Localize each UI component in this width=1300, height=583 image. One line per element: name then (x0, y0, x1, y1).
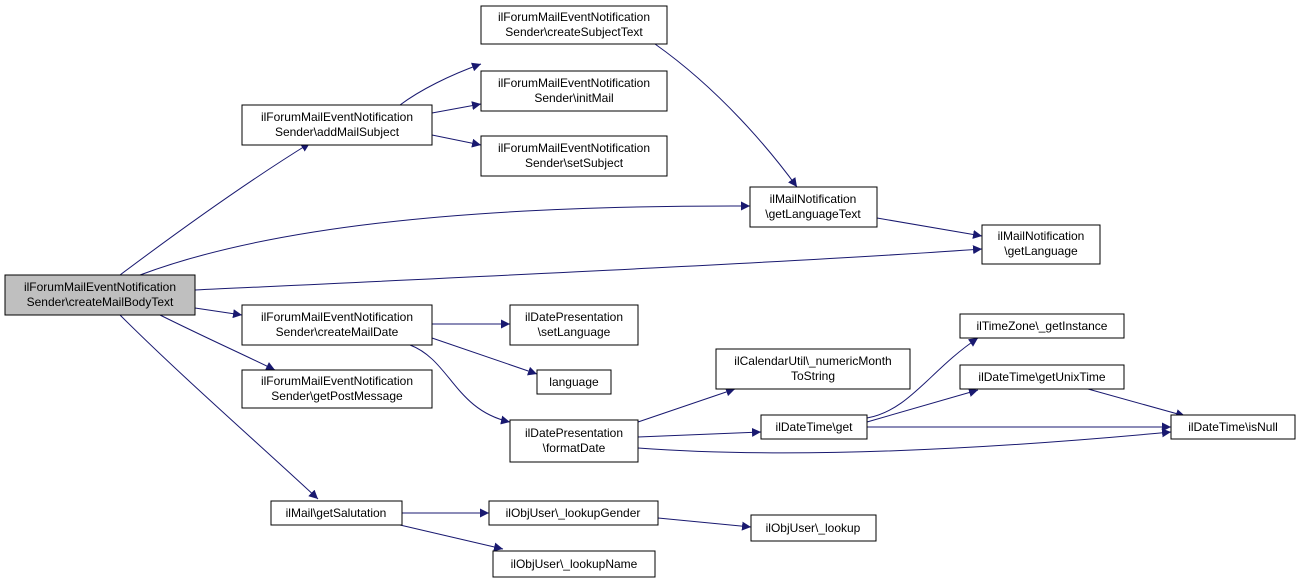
node-getInstance[interactable]: ilTimeZone\_getInstance (959, 313, 1125, 339)
node-label-line1: ilDateTime\get (776, 420, 854, 434)
edge-createSubjectText-getLanguageText (654, 43, 798, 188)
node-label-line2: \getLanguage (1004, 244, 1078, 258)
node-dtGet[interactable]: ilDateTime\get (760, 414, 868, 440)
edge-createMailBodyText-getLanguageText (139, 201, 751, 276)
node-label-line1: ilForumMailEventNotification (24, 280, 176, 294)
node-label-line1: ilTimeZone\_getInstance (977, 319, 1108, 333)
node-label-line1: ilForumMailEventNotification (498, 10, 650, 24)
node-createMailBodyText[interactable]: ilForumMailEventNotification Sender\crea… (4, 274, 196, 316)
node-label-line2: Sender\createSubjectText (505, 25, 643, 39)
node-label-line1: ilDatePresentation (525, 426, 623, 440)
node-isNull[interactable]: ilDateTime\isNull (1170, 414, 1296, 440)
node-initMail[interactable]: ilForumMailEventNotification Sender\init… (480, 70, 668, 112)
edge-addMailSubject-setSubject (431, 134, 482, 148)
node-label-line1: ilCalendarUtil\_numericMonth (734, 354, 891, 368)
node-lookupName[interactable]: ilObjUser\_lookupName (492, 550, 656, 578)
node-label-line1: ilMail\getSalutation (286, 506, 387, 520)
node-label-line2: \setLanguage (538, 325, 611, 339)
node-label-line2: \getLanguageText (765, 207, 861, 221)
edge-lookupGender-lookup (657, 517, 752, 531)
edge-formatDate-numericMonthToString (637, 387, 736, 423)
node-numericMonthToString[interactable]: ilCalendarUtil\_numericMonth ToString (715, 348, 911, 390)
node-label-line1: ilObjUser\_lookupGender (506, 506, 641, 520)
node-label-line1: ilDateTime\isNull (1188, 420, 1278, 434)
node-getLanguage[interactable]: ilMailNotification \getLanguage (981, 224, 1101, 265)
edge-dtGet-getUnixTime (866, 388, 979, 423)
edge-formatDate-dtGet (637, 427, 762, 438)
node-getLanguageText[interactable]: ilMailNotification \getLanguageText (749, 186, 878, 228)
edge-createMailBodyText-getSalutation (119, 314, 319, 500)
node-label-line1: ilObjUser\_lookupName (511, 557, 638, 571)
node-label-line1: ilObjUser\_lookup (766, 521, 861, 535)
node-language[interactable]: language (536, 369, 612, 395)
edges (119, 43, 1186, 552)
node-lookup[interactable]: ilObjUser\_lookup (750, 514, 877, 542)
edge-createMailDate-formatDate (409, 344, 511, 425)
node-label-line1: ilForumMailEventNotification (498, 76, 650, 90)
node-label-line1: ilMailNotification (770, 192, 857, 206)
edge-createMailBodyText-createMailDate (194, 307, 243, 319)
node-label-line2: Sender\addMailSubject (275, 125, 400, 139)
node-label-line2: \formatDate (543, 441, 606, 455)
node-getPostMessage[interactable]: ilForumMailEventNotification Sender\getP… (241, 369, 433, 409)
node-label-line2: Sender\getPostMessage (271, 389, 403, 403)
node-label-line1: ilForumMailEventNotification (498, 141, 650, 155)
node-label-line2: Sender\setSubject (525, 156, 624, 170)
edge-createMailBodyText-getPostMessage (159, 314, 276, 371)
edge-getSalutation-lookupName (399, 524, 504, 552)
edge-addMailSubject-initMail (431, 101, 482, 114)
node-createMailDate[interactable]: ilForumMailEventNotification Sender\crea… (241, 304, 433, 346)
node-label-line2: Sender\createMailDate (276, 325, 399, 339)
node-getSalutation[interactable]: ilMail\getSalutation (270, 500, 403, 526)
node-label-line1: ilMailNotification (998, 229, 1085, 243)
edge-getUnixTime-isNull (1087, 388, 1186, 418)
edge-createMailBodyText-getLanguage (194, 245, 983, 291)
node-label-line1: ilDatePresentation (525, 310, 623, 324)
node-label-line1: ilForumMailEventNotification (261, 110, 413, 124)
node-lookupGender[interactable]: ilObjUser\_lookupGender (488, 500, 659, 526)
node-label-line1: ilDateTime\getUnixTime (978, 370, 1105, 384)
node-setLanguage[interactable]: ilDatePresentation \setLanguage (509, 304, 639, 346)
edge-addMailSubject-createSubjectText (399, 62, 482, 106)
edge-createMailDate-language (431, 337, 538, 376)
node-formatDate[interactable]: ilDatePresentation \formatDate (509, 419, 639, 463)
node-label-line1: ilForumMailEventNotification (261, 310, 413, 324)
node-label-line1: ilForumMailEventNotification (261, 374, 413, 388)
node-addMailSubject[interactable]: ilForumMailEventNotification Sender\addM… (241, 104, 433, 146)
node-label-line2: Sender\initMail (534, 91, 613, 105)
edge-getLanguageText-getLanguage (876, 217, 983, 239)
node-setSubject[interactable]: ilForumMailEventNotification Sender\setS… (480, 135, 668, 177)
node-createSubjectText[interactable]: ilForumMailEventNotification Sender\crea… (480, 5, 668, 45)
node-getUnixTime[interactable]: ilDateTime\getUnixTime (959, 364, 1125, 390)
node-label-line2: ToString (791, 369, 835, 383)
edge-formatDate-isNull (637, 428, 1172, 454)
edge-createMailBodyText-addMailSubject (119, 142, 311, 276)
node-label-line1: language (549, 375, 599, 389)
edge-dtGet-getInstance (866, 337, 979, 419)
node-label-line2: Sender\createMailBodyText (27, 295, 174, 309)
